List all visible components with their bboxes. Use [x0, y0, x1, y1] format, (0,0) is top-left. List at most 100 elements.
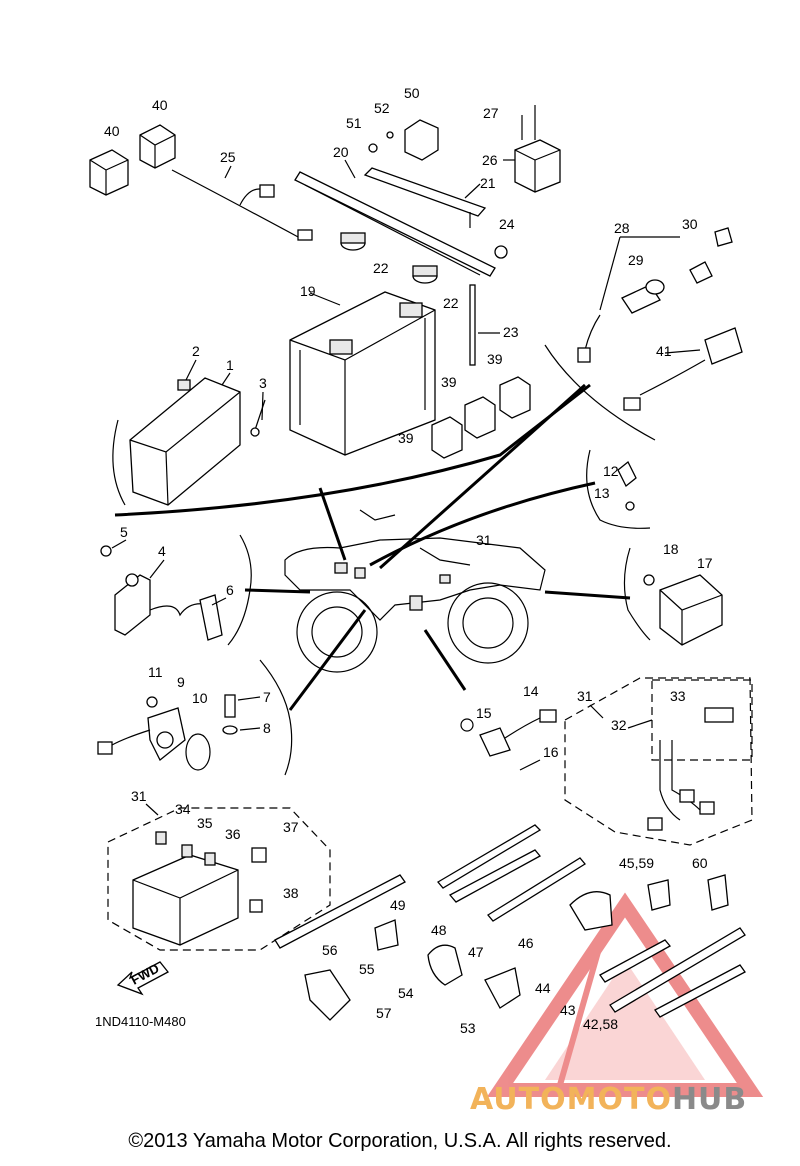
drawing-code: 1ND4110-M480 — [95, 1014, 186, 1029]
callout-7: 7 — [263, 689, 271, 705]
callout-45: 45,59 — [619, 855, 654, 871]
callout-35: 35 — [197, 815, 213, 831]
callout-40b: 40 — [104, 123, 120, 139]
callout-1: 1 — [226, 357, 234, 373]
callout-55: 55 — [359, 961, 375, 977]
callout-54: 54 — [398, 985, 414, 1001]
relay-40a — [89, 149, 129, 196]
watermark-part2: HUB — [671, 1082, 748, 1117]
cable-ties — [274, 824, 746, 1018]
sensor-group — [97, 659, 293, 776]
lead-wire-25 — [171, 169, 313, 241]
atv-leader-lines — [244, 383, 631, 711]
callout-18: 18 — [663, 541, 679, 557]
watermark-part1: AUTOMOTO — [470, 1082, 672, 1117]
relay-50 — [368, 119, 439, 161]
callout-29: 29 — [628, 252, 644, 268]
callout-5: 5 — [120, 524, 128, 540]
callout-22b: 22 — [443, 295, 459, 311]
callout-34: 34 — [175, 801, 191, 817]
main-switch-group — [544, 227, 743, 441]
callout-leaders — [111, 159, 701, 816]
callout-33: 33 — [670, 688, 686, 704]
relay-39a — [499, 376, 531, 419]
callout-27: 27 — [483, 105, 499, 121]
callout-21: 21 — [480, 175, 496, 191]
screw-3 — [250, 399, 266, 437]
callout-48: 48 — [431, 922, 447, 938]
relay-39b — [464, 396, 496, 439]
bolt-23 — [469, 245, 508, 366]
callout-3: 3 — [259, 375, 267, 391]
callout-6: 6 — [226, 582, 234, 598]
wire-harness-box-right — [564, 677, 753, 846]
relay-39c — [431, 416, 463, 459]
callout-9: 9 — [177, 674, 185, 690]
callout-31a: 31 — [476, 532, 492, 548]
damper-22b — [412, 265, 438, 284]
sensor-14-group — [460, 709, 557, 771]
callout-28: 28 — [614, 220, 630, 236]
callout-46: 46 — [518, 935, 534, 951]
sensor-12-group — [369, 449, 651, 567]
callout-43: 43 — [560, 1002, 576, 1018]
callout-36: 36 — [225, 826, 241, 842]
callout-32: 32 — [611, 717, 627, 733]
callout-23: 23 — [503, 324, 519, 340]
callout-25: 25 — [220, 149, 236, 165]
ignition-coil-group — [100, 534, 252, 646]
callout-24: 24 — [499, 216, 515, 232]
battery — [289, 291, 436, 456]
clamps — [304, 874, 729, 1021]
callout-31b: 31 — [577, 688, 593, 704]
callout-47: 47 — [468, 944, 484, 960]
callout-12: 12 — [603, 463, 619, 479]
callout-2: 2 — [192, 343, 200, 359]
callout-10: 10 — [192, 690, 208, 706]
callout-53: 53 — [460, 1020, 476, 1036]
callout-19: 19 — [300, 283, 316, 299]
callout-38: 38 — [283, 885, 299, 901]
callout-4: 4 — [158, 543, 166, 559]
callout-14: 14 — [523, 683, 539, 699]
callout-41: 41 — [656, 343, 672, 359]
callout-31c: 31 — [131, 788, 147, 804]
callout-20: 20 — [333, 144, 349, 160]
callout-37: 37 — [283, 819, 299, 835]
callout-8: 8 — [263, 720, 271, 736]
callout-39c: 39 — [398, 430, 414, 446]
starter-relay-26 — [514, 105, 561, 193]
rectifier-regulator — [623, 547, 723, 646]
callout-22a: 22 — [373, 260, 389, 276]
callout-51: 51 — [346, 115, 362, 131]
watermark-text: AUTOMOTOHUB — [470, 1082, 747, 1117]
callout-16: 16 — [543, 744, 559, 760]
callout-15: 15 — [476, 705, 492, 721]
callout-17: 17 — [697, 555, 713, 571]
callout-39a: 39 — [487, 351, 503, 367]
callout-42: 42,58 — [583, 1016, 618, 1032]
upper-group-lines — [112, 383, 591, 517]
fwd-arrow — [116, 961, 169, 996]
callout-44: 44 — [535, 980, 551, 996]
relay-40b — [139, 124, 176, 169]
ecu-unit — [129, 377, 241, 506]
callout-50: 50 — [404, 85, 420, 101]
copyright-notice: ©2013 Yamaha Motor Corporation, U.S.A. A… — [128, 1130, 672, 1152]
callout-56: 56 — [322, 942, 338, 958]
callout-13: 13 — [594, 485, 610, 501]
fuse-box-group — [107, 807, 331, 951]
callout-26: 26 — [482, 152, 498, 168]
callout-30: 30 — [682, 216, 698, 232]
callout-39b: 39 — [441, 374, 457, 390]
callout-52: 52 — [374, 100, 390, 116]
callout-40a: 40 — [152, 97, 168, 113]
atv-outline — [284, 509, 546, 673]
callout-60: 60 — [692, 855, 708, 871]
callout-57: 57 — [376, 1005, 392, 1021]
damper-22a — [340, 232, 366, 251]
callout-11: 11 — [148, 664, 163, 680]
battery-band — [294, 167, 496, 277]
callout-49: 49 — [390, 897, 406, 913]
